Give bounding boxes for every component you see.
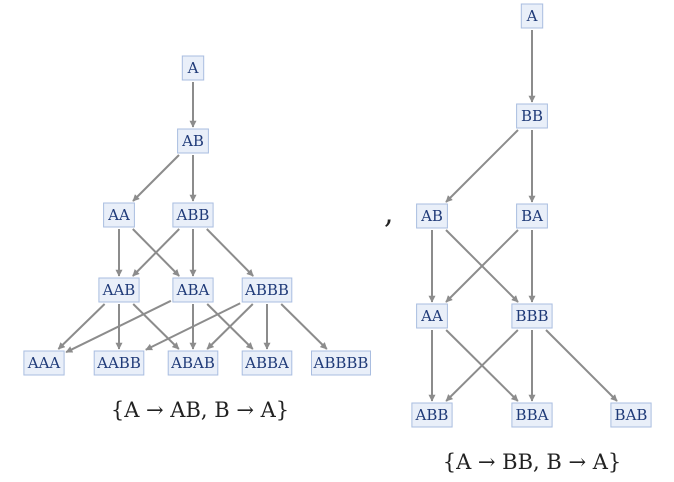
node-box-AB [177, 128, 209, 154]
node-ABA: ABA [172, 277, 214, 303]
node-box-BBA [511, 402, 553, 428]
edge-BA-to-AA [445, 229, 519, 303]
node-box-A [181, 55, 205, 81]
node-BB: BB [516, 103, 548, 129]
graph-separator: , [384, 196, 394, 231]
node-label-ABA: ABA [176, 281, 210, 299]
edge-AB-to-AA [132, 154, 180, 202]
edge-ABBB-to-AABB [145, 302, 241, 351]
node-BAB: BAB [610, 402, 652, 428]
node-AABB: AABB [93, 350, 145, 376]
edge-ABB-to-ABBB [206, 228, 254, 277]
node-box-ABA [172, 277, 214, 303]
edge-BB-to-AB [445, 129, 519, 203]
node-label-ABB: ABB [176, 206, 210, 224]
node-label-BA: BA [521, 207, 543, 225]
node-label-ABAB: ABAB [170, 354, 215, 372]
node-A: A [181, 55, 205, 81]
edge-ABA-to-AAA [65, 299, 172, 354]
node-ABAB: ABAB [167, 350, 219, 376]
node-label-A: A [187, 59, 199, 77]
node-BBA: BBA [511, 402, 553, 428]
node-box-ABBB [241, 277, 293, 303]
node-AA: AA [416, 303, 448, 329]
node-label-AA: AA [420, 307, 443, 325]
node-AA: AA [103, 202, 135, 228]
node-box-AA [416, 303, 448, 329]
node-box-AABB [93, 350, 145, 376]
node-ABB: ABB [411, 402, 453, 428]
node-ABB: ABB [172, 202, 214, 228]
edge-ABBB-to-ABAB [206, 303, 254, 350]
edge-AAB-to-ABAB [132, 303, 180, 350]
node-label-ABBBB: ABBBB [313, 354, 369, 372]
node-label-AAB: AAB [102, 281, 136, 299]
node-label-ABBA: ABBA [244, 354, 289, 372]
node-ABBBB: ABBBB [311, 350, 371, 376]
node-AB: AB [416, 203, 448, 229]
rules-caption-left: {A → AB, B → A} [110, 398, 290, 422]
node-box-BAB [610, 402, 652, 428]
node-label-BBA: BBA [516, 406, 549, 424]
node-A: A [520, 3, 544, 29]
node-AAA: AAA [23, 350, 65, 376]
node-box-ABBA [241, 350, 293, 376]
node-box-AAA [23, 350, 65, 376]
node-box-AB [416, 203, 448, 229]
node-label-AB: AB [420, 207, 443, 225]
node-label-AB: AB [181, 132, 204, 150]
node-label-BBB: BBB [515, 307, 548, 325]
edge-AAB-to-AAA [57, 303, 106, 350]
node-box-A [520, 3, 544, 29]
edge-ABBB-to-ABBBB [280, 303, 328, 350]
node-AAB: AAB [98, 277, 140, 303]
edge-BBB-to-BAB [545, 329, 618, 402]
node-box-ABBBB [311, 350, 371, 376]
node-label-BAB: BAB [615, 406, 648, 424]
node-box-ABB [172, 202, 214, 228]
node-label-AA: AA [107, 206, 130, 224]
node-box-BBB [511, 303, 553, 329]
rules-caption-right: {A → BB, B → A} [442, 450, 622, 474]
node-ABBB: ABBB [241, 277, 293, 303]
node-BBB: BBB [511, 303, 553, 329]
node-box-BB [516, 103, 548, 129]
node-AB: AB [177, 128, 209, 154]
node-label-AABB: AABB [96, 354, 141, 372]
node-box-AAB [98, 277, 140, 303]
node-label-ABB: ABB [415, 406, 449, 424]
node-BA: BA [516, 203, 548, 229]
node-label-BB: BB [521, 107, 543, 125]
node-ABBA: ABBA [241, 350, 293, 376]
node-label-A: A [526, 7, 538, 25]
node-box-ABAB [167, 350, 219, 376]
node-box-ABB [411, 402, 453, 428]
edge-BBB-to-ABB [445, 329, 519, 402]
node-label-ABBB: ABBB [244, 281, 289, 299]
node-label-AAA: AAA [27, 354, 61, 372]
node-box-AA [103, 202, 135, 228]
node-box-BA [516, 203, 548, 229]
edge-ABB-to-AAB [132, 228, 180, 277]
